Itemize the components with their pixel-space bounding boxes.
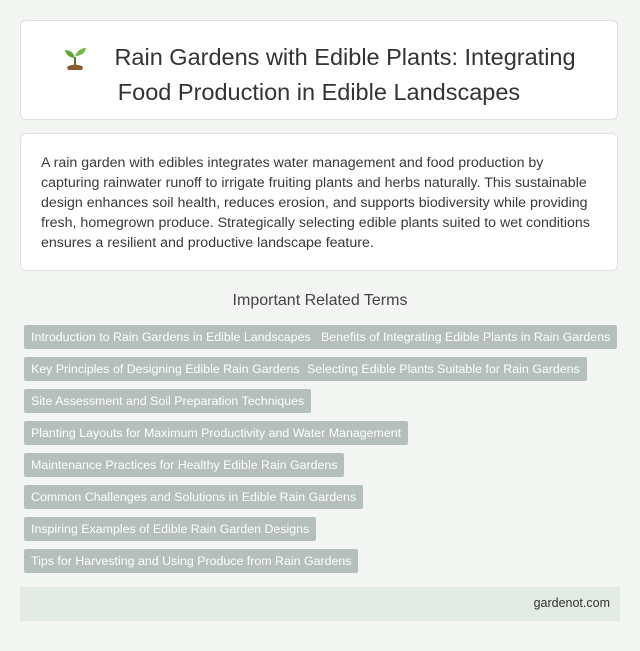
sprout-icon [62, 45, 88, 78]
title-line-2: Food Production in Edible Landscapes [117, 79, 521, 105]
related-term-tag[interactable]: Key Principles of Designing Edible Rain … [24, 357, 307, 381]
footer: gardenot.com [20, 587, 620, 621]
title-line-1: Rain Gardens with Edible Plants: Integra… [114, 44, 576, 70]
related-terms-heading: Important Related Terms [232, 292, 408, 309]
related-term-tag[interactable]: Site Assessment and Soil Preparation Tec… [24, 389, 312, 413]
related-term-tag[interactable]: Planting Layouts for Maximum Productivit… [24, 421, 409, 445]
related-term-tag[interactable]: Introduction to Rain Gardens in Edible L… [24, 325, 318, 349]
related-term-tag[interactable]: Selecting Edible Plants Suitable for Rai… [300, 357, 587, 381]
related-term-tag[interactable]: Inspiring Examples of Edible Rain Garden… [24, 517, 317, 541]
related-term-tag[interactable]: Tips for Harvesting and Using Produce fr… [24, 549, 359, 573]
description-text: A rain garden with edibles integrates wa… [41, 155, 590, 251]
description-card: A rain garden with edibles integrates wa… [20, 133, 618, 271]
related-term-tag[interactable]: Maintenance Practices for Healthy Edible… [24, 453, 345, 477]
page-title: Rain Gardens with Edible Plants: Integra… [21, 43, 617, 107]
related-term-tag[interactable]: Benefits of Integrating Edible Plants in… [314, 325, 618, 349]
title-card: Rain Gardens with Edible Plants: Integra… [20, 20, 618, 120]
footer-site-link[interactable]: gardenot.com [533, 596, 610, 610]
related-term-tag[interactable]: Common Challenges and Solutions in Edibl… [24, 485, 364, 509]
